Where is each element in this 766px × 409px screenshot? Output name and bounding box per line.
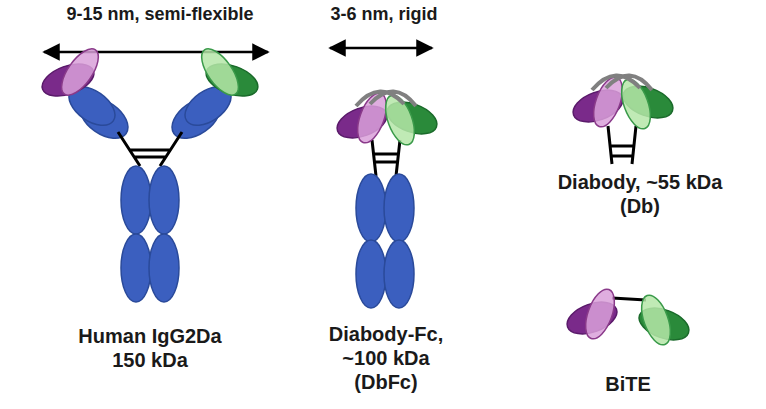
fc-domain <box>149 166 179 234</box>
igg-molecule <box>38 43 262 302</box>
dimension-label: 9-15 nm, semi-flexible <box>30 4 290 26</box>
hinge <box>372 140 400 176</box>
diabody-molecule <box>569 73 677 164</box>
linker <box>356 91 416 106</box>
construct-label: Human IgG2Da 150 kDa <box>70 324 230 372</box>
variable-domain <box>636 291 676 348</box>
fc-domain <box>384 240 414 308</box>
construct-label: Diabody, ~55 kDa (Db) <box>546 170 734 218</box>
dimension-arrow <box>44 51 268 54</box>
linker <box>612 298 646 300</box>
fc-domain <box>121 166 151 234</box>
fc-domain <box>121 234 151 302</box>
diabody-fc-molecule <box>333 89 441 308</box>
dimension-arrow <box>330 47 432 50</box>
variable-domain <box>195 43 246 101</box>
variable-domain <box>580 285 620 342</box>
bite-molecule <box>563 285 693 348</box>
linker <box>592 75 652 90</box>
hinge <box>608 126 636 164</box>
construct-label: Diabody-Fc, ~100 kDa (DbFc) <box>322 322 450 394</box>
fc-domain <box>356 174 386 242</box>
hinge <box>118 132 182 166</box>
variable-domain <box>55 43 106 101</box>
fc-domain <box>149 234 179 302</box>
dimension-label: 3-6 nm, rigid <box>304 4 464 26</box>
fc-domain <box>384 174 414 242</box>
fc-domain <box>356 240 386 308</box>
construct-label: BiTE <box>568 372 688 396</box>
